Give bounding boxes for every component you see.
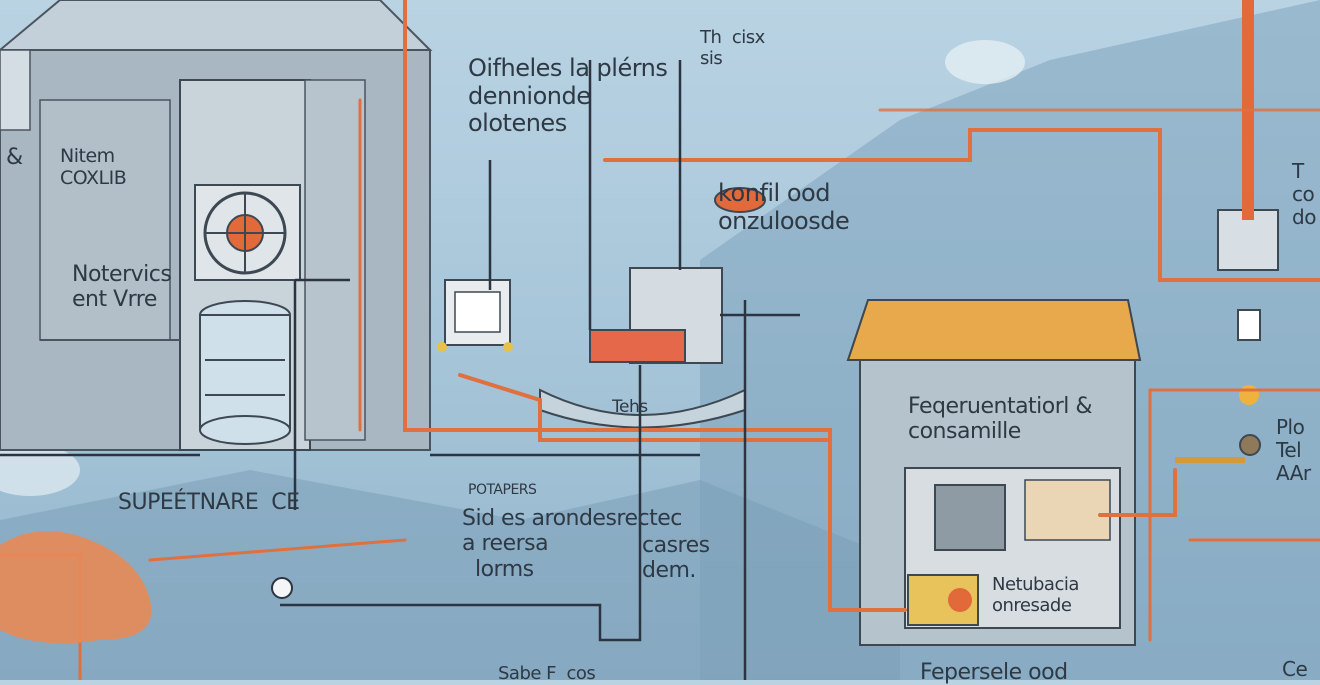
right-house bbox=[846, 299, 1142, 646]
wires bbox=[0, 60, 800, 680]
label-bottom-left: SUPEÉTNARE CE bbox=[118, 490, 300, 515]
label-center-left: Sid es arondesrectec a reersa lorms bbox=[462, 506, 682, 582]
label-top-center: Oifheles la plérns dennionde olotenes bbox=[468, 54, 668, 138]
label-left-note: Notervics ent Vrre bbox=[72, 262, 172, 313]
label-right-upper: T co do bbox=[1292, 159, 1316, 229]
label-bottom-center: Sabe F cos bbox=[498, 663, 596, 684]
label-tank: Tehs bbox=[612, 397, 648, 417]
label-house-title: Feqeruentatiorl & consamille bbox=[908, 394, 1093, 445]
label-konfil: konfil ood onzuloosde bbox=[718, 179, 850, 235]
label-center-right: casres dem. bbox=[642, 533, 710, 584]
label-center-small: POTAPERS bbox=[468, 482, 537, 498]
gauge-icon bbox=[271, 577, 293, 599]
label-left-edge: & bbox=[6, 145, 23, 170]
label-bottom-right: Fepersele ood bbox=[920, 660, 1068, 685]
left-building bbox=[0, 0, 433, 451]
center-devices bbox=[437, 187, 766, 429]
cloud-top bbox=[945, 40, 1025, 84]
label-left-mid: Nitem COXLIB bbox=[60, 145, 127, 189]
orange-foliage bbox=[0, 531, 152, 644]
label-house-unit: Netubacia onresade bbox=[992, 574, 1079, 616]
label-right-bottom: Ce bbox=[1282, 657, 1308, 681]
right-equipment bbox=[1175, 0, 1279, 463]
label-top-tick: Th cisx sis bbox=[700, 27, 765, 69]
mountain-left bbox=[0, 470, 900, 680]
cloud-left bbox=[0, 444, 80, 496]
label-right-mid: Plo Tel AAr bbox=[1276, 415, 1311, 485]
